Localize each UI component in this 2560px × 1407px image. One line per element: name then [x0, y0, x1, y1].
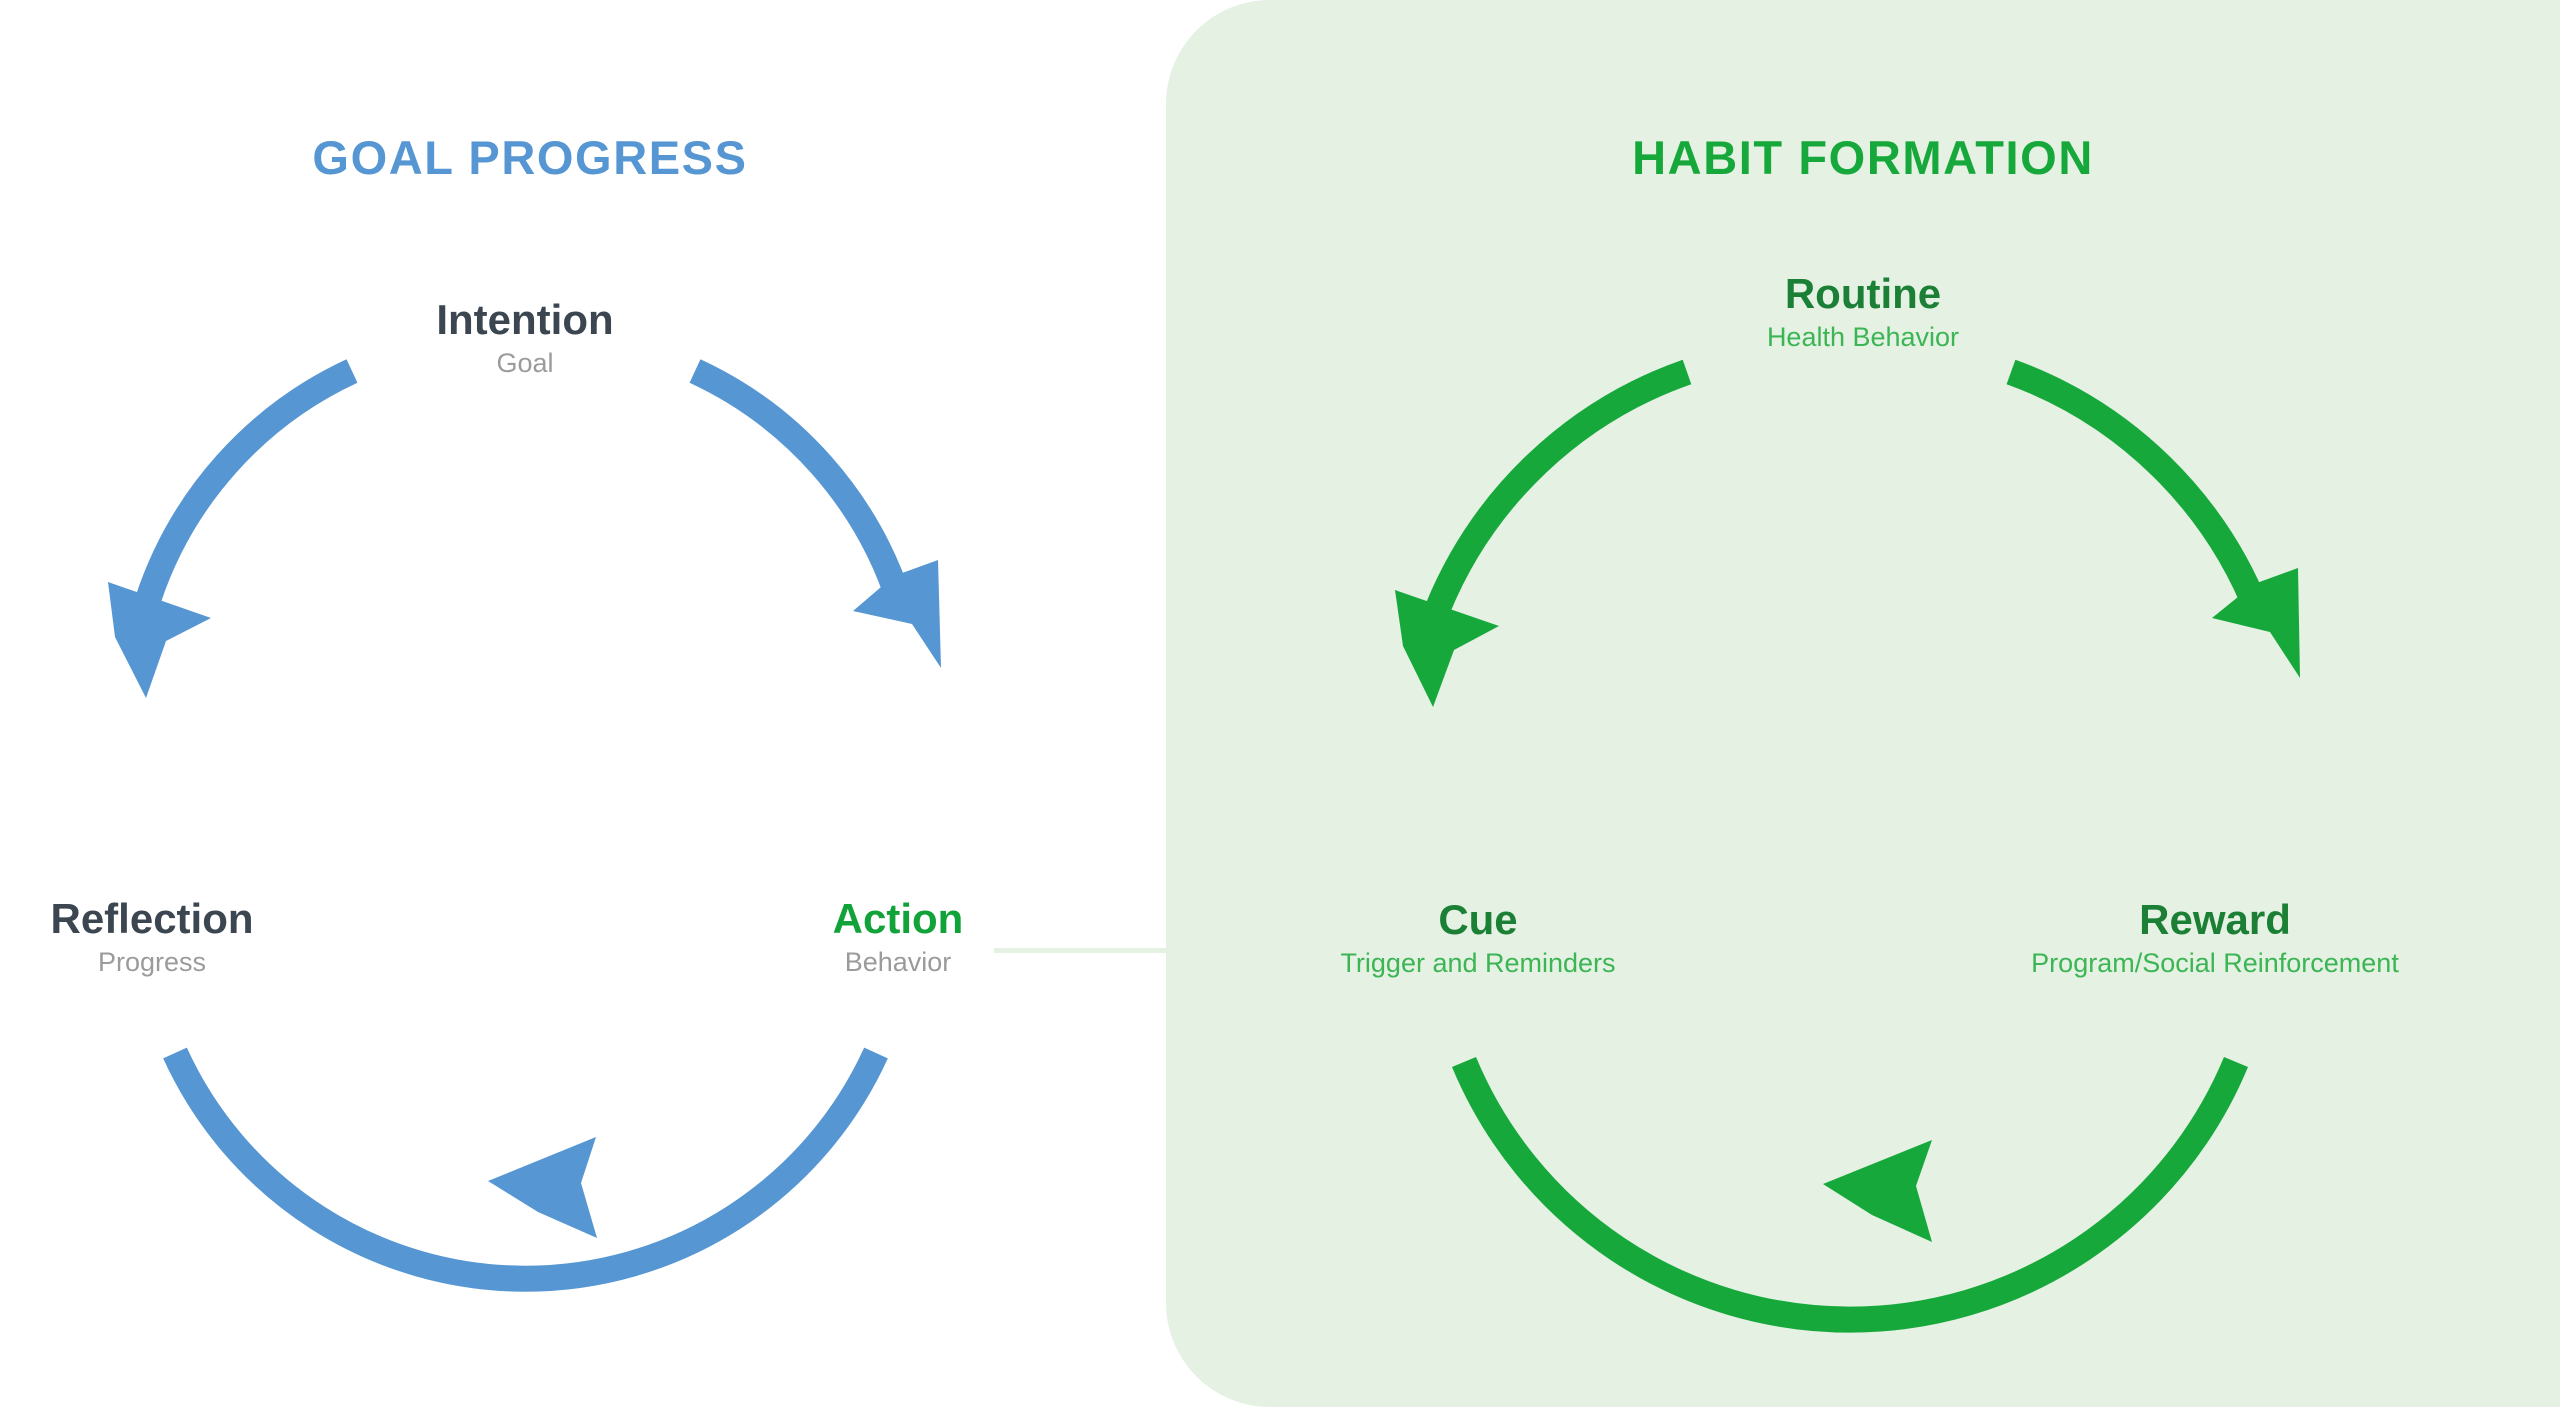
node-reflection[interactable]: Reflection Progress: [50, 895, 254, 980]
habit-arrowhead-to-routine: [1395, 590, 1499, 707]
node-action-subtitle: Behavior: [844, 946, 952, 977]
goal-progress-cycle-arrows: [108, 359, 941, 1292]
goal-arrowhead-to-reflection: [488, 1137, 597, 1238]
node-intention[interactable]: Intention Goal: [436, 296, 614, 381]
node-reflection-title: Reflection: [50, 895, 254, 942]
node-intention-title: Intention: [436, 296, 614, 343]
node-routine-subtitle: Health Behavior: [1766, 321, 1960, 352]
node-action[interactable]: Action Behavior: [832, 895, 964, 980]
goal-arrowhead-to-action: [853, 560, 941, 668]
node-reward-title: Reward: [2139, 896, 2291, 943]
goal-arc-action-to-reflection: [163, 1047, 888, 1292]
node-action-title: Action: [832, 895, 964, 942]
habit-formation-cycle-arrows: [1395, 359, 2300, 1333]
goal-arc-reflection-to-intention: [135, 359, 358, 605]
goal-arc-intention-to-action: [689, 359, 913, 607]
habit-arrowhead-to-reward: [2212, 568, 2300, 678]
node-reflection-subtitle: Progress: [97, 946, 207, 977]
node-routine[interactable]: Routine Health Behavior: [1766, 270, 1960, 355]
node-routine-title: Routine: [1784, 270, 1942, 317]
node-cue[interactable]: Cue Trigger and Reminders: [1340, 896, 1616, 981]
goal-arrowhead-to-intention: [108, 582, 211, 698]
habit-arc-cue-to-routine: [1425, 359, 1692, 613]
habit-arc-reward-to-cue: [1452, 1056, 2248, 1333]
node-cue-title: Cue: [1438, 896, 1518, 943]
cycle-connector-line: [994, 948, 1174, 953]
node-reward-subtitle: Program/Social Reinforcement: [2031, 947, 2399, 978]
goal-progress-title: GOAL PROGRESS: [312, 131, 748, 184]
node-reward[interactable]: Reward Program/Social Reinforcement: [2031, 896, 2399, 981]
node-intention-subtitle: Goal: [496, 347, 554, 378]
node-cue-subtitle: Trigger and Reminders: [1340, 947, 1616, 978]
habit-formation-title: HABIT FORMATION: [1632, 131, 2094, 184]
habit-arrowhead-to-cue: [1823, 1140, 1932, 1242]
habit-arc-routine-to-reward: [2006, 359, 2272, 620]
